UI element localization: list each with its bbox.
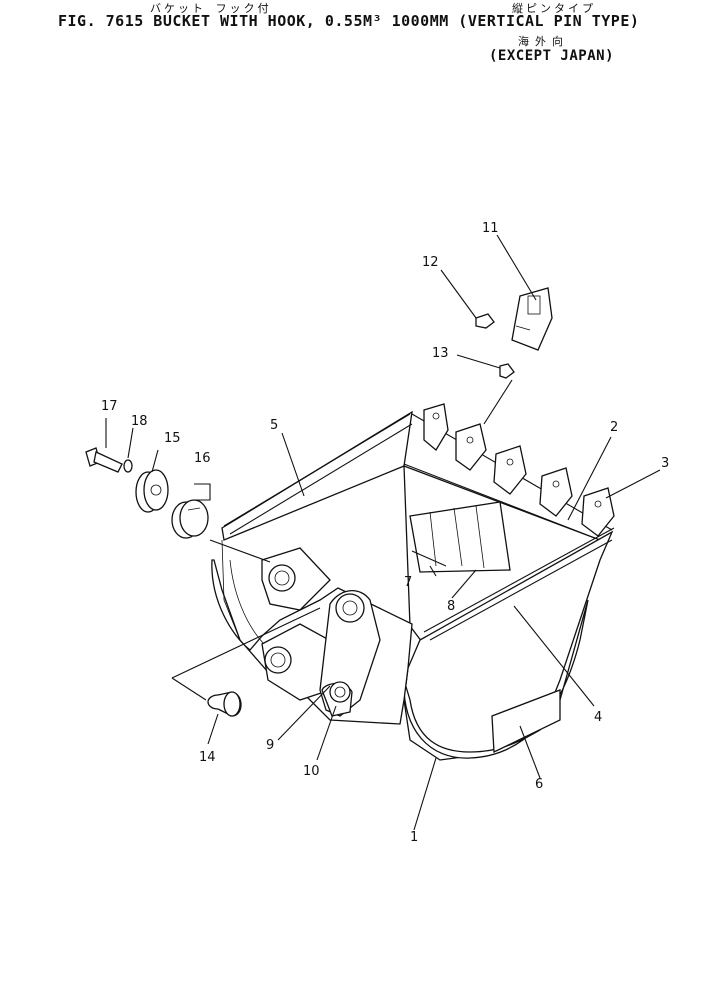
bolt [85, 447, 123, 473]
callout-10: 10 [303, 764, 320, 779]
callout-labels: 1 2 3 4 5 6 7 8 9 10 11 12 13 14 15 16 1… [101, 221, 669, 845]
callout-13: 13 [432, 346, 449, 361]
figure-title: FIG. 7615 BUCKET WITH HOOK, 0.55M³ 1000M… [58, 12, 640, 30]
hinge-bracket-left [261, 547, 341, 701]
callout-11: 11 [482, 221, 499, 236]
tooth-pin [499, 363, 515, 379]
wear-plate-assembly [409, 501, 511, 573]
callout-16: 16 [194, 451, 211, 466]
tooth-1 [423, 403, 449, 451]
callout-7: 7 [404, 575, 412, 590]
callout-4: 4 [594, 710, 602, 725]
tooth-5 [581, 487, 615, 537]
callout-2: 2 [610, 420, 618, 435]
callout-3: 3 [661, 456, 669, 471]
hook-bracket [319, 590, 381, 717]
callout-1: 1 [410, 830, 418, 845]
lock-pin [475, 313, 495, 329]
tooth-point [511, 287, 553, 351]
japanese-caption-right: 縦ピンタイプ [512, 2, 596, 15]
callout-8: 8 [447, 599, 455, 614]
japanese-caption-left: バケット フック付 [150, 2, 272, 15]
callout-6: 6 [535, 777, 543, 792]
shims [171, 499, 209, 539]
callout-15: 15 [164, 431, 181, 446]
callout-18: 18 [131, 414, 148, 429]
retainer-plate [135, 469, 169, 513]
bucket-teeth [423, 403, 615, 537]
japanese-region-caption: 海外向 [518, 35, 569, 48]
region-label: (EXCEPT JAPAN) [489, 48, 615, 64]
callout-5: 5 [270, 418, 278, 433]
callout-17: 17 [101, 399, 118, 414]
callout-9: 9 [266, 738, 274, 753]
tooth-3 [493, 445, 527, 495]
tooth-2 [455, 423, 487, 471]
leader-lines [105, 234, 661, 831]
callout-12: 12 [422, 255, 439, 270]
lock-washer [123, 459, 133, 473]
callout-14: 14 [199, 750, 216, 765]
bushing [207, 691, 242, 717]
tooth-4 [539, 467, 573, 517]
